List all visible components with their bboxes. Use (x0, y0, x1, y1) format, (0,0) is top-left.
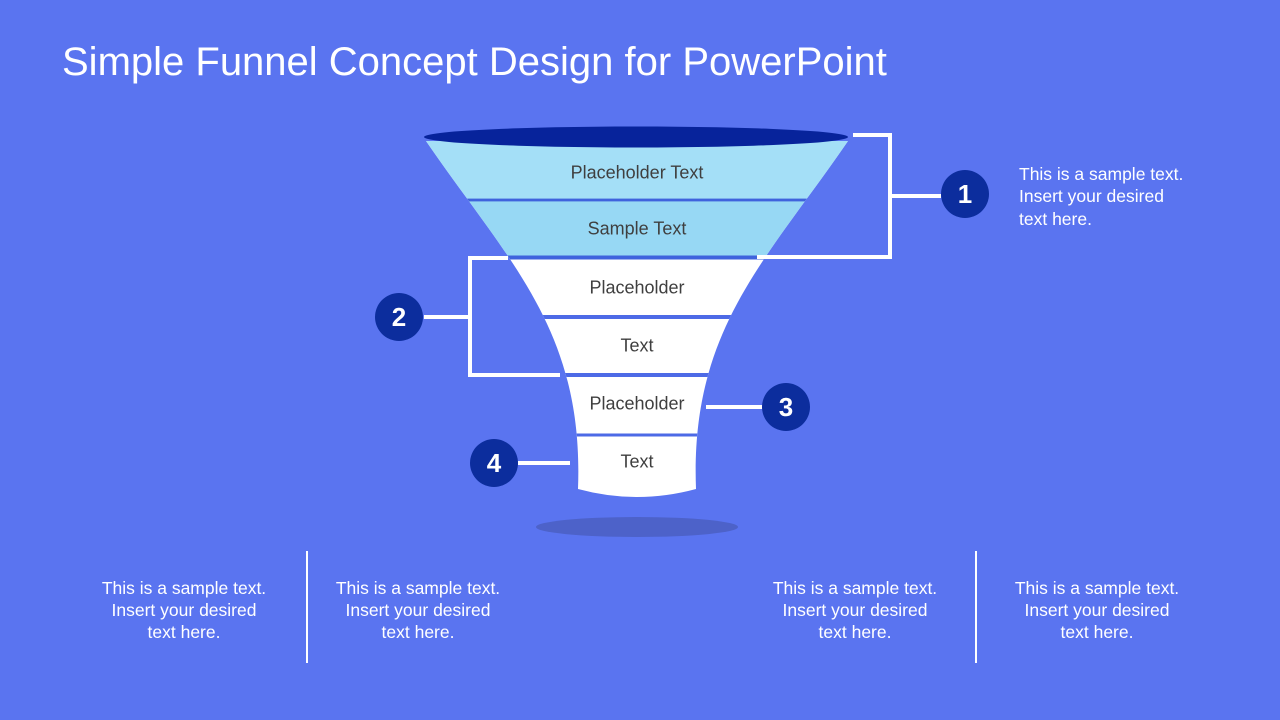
bottom-block-1-line3: text here. (147, 622, 221, 642)
funnel-divider-2 (426, 255, 848, 260)
bottom-block-3-line1: This is a sample text. (772, 578, 938, 598)
funnel-section-1[interactable] (390, 141, 884, 200)
funnel-section-3-label[interactable]: Placeholder (589, 277, 685, 298)
bottom-block-3-line3: text here. (818, 622, 892, 642)
bottom-text-block-2[interactable]: This is a sample text. Insert your desir… (288, 577, 548, 643)
page-title[interactable]: Simple Funnel Concept Design for PowerPo… (62, 40, 887, 84)
bottom-block-4-line2: Insert your desired (1024, 600, 1170, 620)
funnel-section-5-label[interactable]: Placeholder (589, 393, 685, 414)
callout-1-text-line1: This is a sample text. (1019, 164, 1184, 184)
bottom-text-block-3[interactable]: This is a sample text. Insert your desir… (725, 577, 985, 643)
callout-circle-2[interactable]: 2 (375, 293, 423, 341)
bottom-block-1-line1: This is a sample text. (101, 578, 267, 598)
bottom-block-2-line2: Insert your desired (345, 600, 491, 620)
callout-1-text[interactable]: This is a sample text. Insert your desir… (1019, 163, 1219, 230)
callout-circle-4[interactable]: 4 (470, 439, 518, 487)
callout-1-text-line2: Insert your desired (1019, 186, 1164, 207)
bottom-block-2-line1: This is a sample text. (335, 578, 501, 598)
bottom-block-4-line1: This is a sample text. (1014, 578, 1180, 598)
funnel-divider-4 (426, 373, 848, 377)
funnel-divider-1 (426, 198, 848, 202)
bottom-block-1-line2: Insert your desired (111, 600, 257, 620)
funnel-section-2-label[interactable]: Sample Text (587, 218, 687, 239)
bottom-divider-2 (975, 551, 977, 663)
bottom-block-3-line2: Insert your desired (782, 600, 928, 620)
funnel-section-1-label[interactable]: Placeholder Text (570, 162, 704, 183)
funnel-section-6-label[interactable]: Text (620, 451, 654, 472)
funnel-top-ellipse[interactable] (424, 126, 848, 148)
funnel-section-4-label[interactable]: Text (620, 335, 654, 356)
callout-1-text-line3: text here. (1019, 208, 1092, 229)
bottom-block-2-line3: text here. (381, 622, 455, 642)
bottom-text-block-1[interactable]: This is a sample text. Insert your desir… (54, 577, 314, 643)
spacer (390, 434, 393, 437)
bottom-block-4-line3: text here. (1060, 622, 1134, 642)
callout-circle-3[interactable]: 3 (762, 383, 810, 431)
bottom-divider-1 (306, 551, 308, 663)
bottom-text-block-4[interactable]: This is a sample text. Insert your desir… (967, 577, 1227, 643)
funnel-divider-3 (426, 315, 848, 319)
funnel-divider-5 (426, 433, 848, 437)
callout-circle-1[interactable]: 1 (941, 170, 989, 218)
funnel-shadow (536, 517, 738, 537)
